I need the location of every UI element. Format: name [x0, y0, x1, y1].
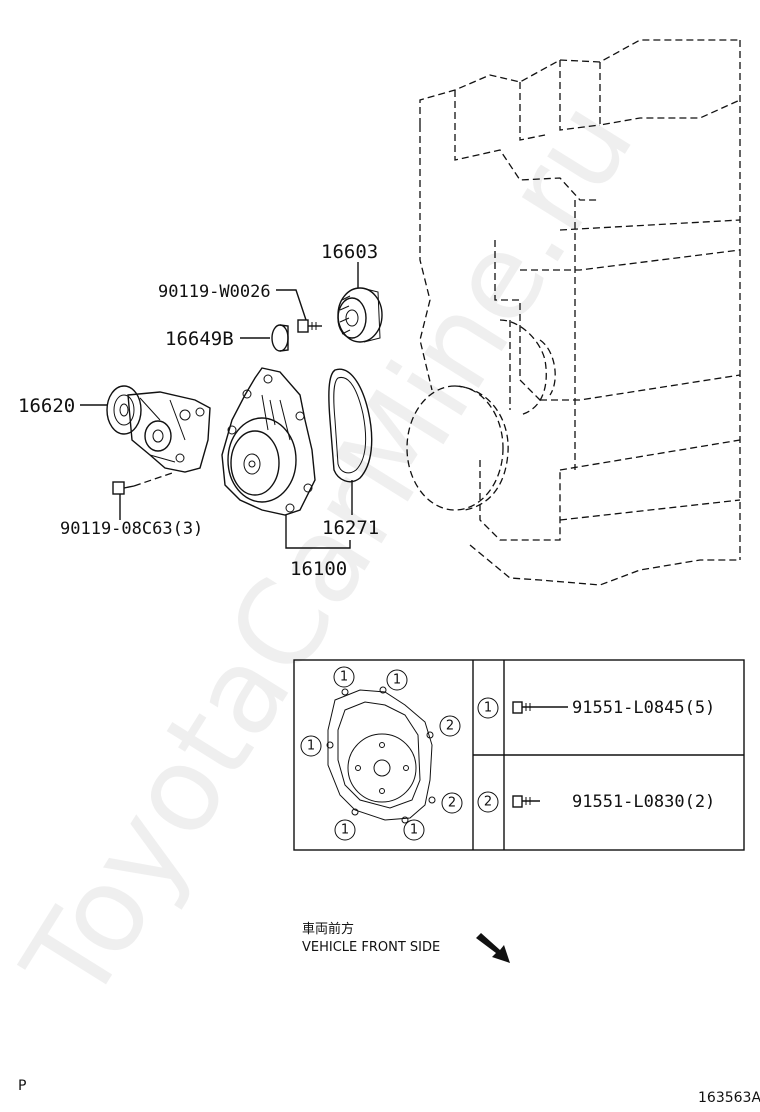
- svg-text:1: 1: [393, 673, 401, 688]
- svg-text:1: 1: [307, 739, 315, 754]
- part-number-16271[interactable]: 16271: [322, 517, 379, 539]
- pump-bolt-layout: [326, 686, 436, 824]
- callout-2a: 2: [439, 715, 461, 737]
- row-ref: 1: [484, 701, 492, 716]
- cap-16649b: [271, 324, 289, 352]
- tensioner-16620: [106, 385, 211, 473]
- bolt-part-number[interactable]: 91551-L0830(2): [572, 792, 715, 812]
- bolt-icon: [512, 701, 568, 714]
- callout-1c: 1: [300, 735, 322, 757]
- table-row: 1 91551-L0845(5): [477, 697, 715, 719]
- part-number-16603[interactable]: 16603: [321, 241, 378, 263]
- callout-1b: 1: [386, 669, 408, 691]
- diagram-id: 163563A: [698, 1090, 760, 1106]
- direction-label-jp: 車両前方: [302, 921, 354, 937]
- direction-label-en: VEHICLE FRONT SIDE: [302, 940, 440, 955]
- bolt-part-number[interactable]: 91551-L0845(5): [572, 698, 715, 718]
- corner-mark: P: [18, 1078, 26, 1094]
- bolt-table: 1 1 2 1 2 1 1 1 91551-L0845(5) 2: [293, 659, 745, 851]
- watermark: ToyotaCarMine.ru: [0, 78, 660, 1026]
- svg-text:2: 2: [448, 796, 456, 811]
- leader-16100: [285, 515, 351, 549]
- part-number-16100[interactable]: 16100: [290, 558, 347, 580]
- row-ref: 2: [484, 795, 492, 810]
- svg-text:1: 1: [410, 823, 418, 838]
- leader-90119-w0026: [276, 289, 307, 321]
- svg-text:1: 1: [341, 823, 349, 838]
- bolt-90119-w0026: [297, 319, 322, 333]
- callout-1e: 1: [403, 819, 425, 841]
- callout-1a: 1: [333, 666, 355, 688]
- svg-text:2: 2: [446, 719, 454, 734]
- water-pump-16100: [221, 367, 316, 516]
- svg-text:1: 1: [340, 670, 348, 685]
- bolt-icon: [512, 795, 540, 808]
- arrow-down-right-icon: [476, 933, 510, 963]
- callout-1d: 1: [334, 819, 356, 841]
- bolt-90119-08c63: [112, 471, 176, 495]
- part-number-16649b[interactable]: 16649B: [165, 328, 234, 350]
- gasket-16271: [328, 368, 373, 483]
- part-number-90119-w0026[interactable]: 90119-W0026: [158, 282, 271, 302]
- idler-pulley-16603: [337, 287, 383, 343]
- engine-block: [406, 39, 741, 586]
- callout-2b: 2: [441, 792, 463, 814]
- part-number-90119-08c63[interactable]: 90119-08C63(3): [60, 519, 203, 539]
- table-row: 2 91551-L0830(2): [477, 791, 715, 813]
- part-number-16620[interactable]: 16620: [18, 395, 75, 417]
